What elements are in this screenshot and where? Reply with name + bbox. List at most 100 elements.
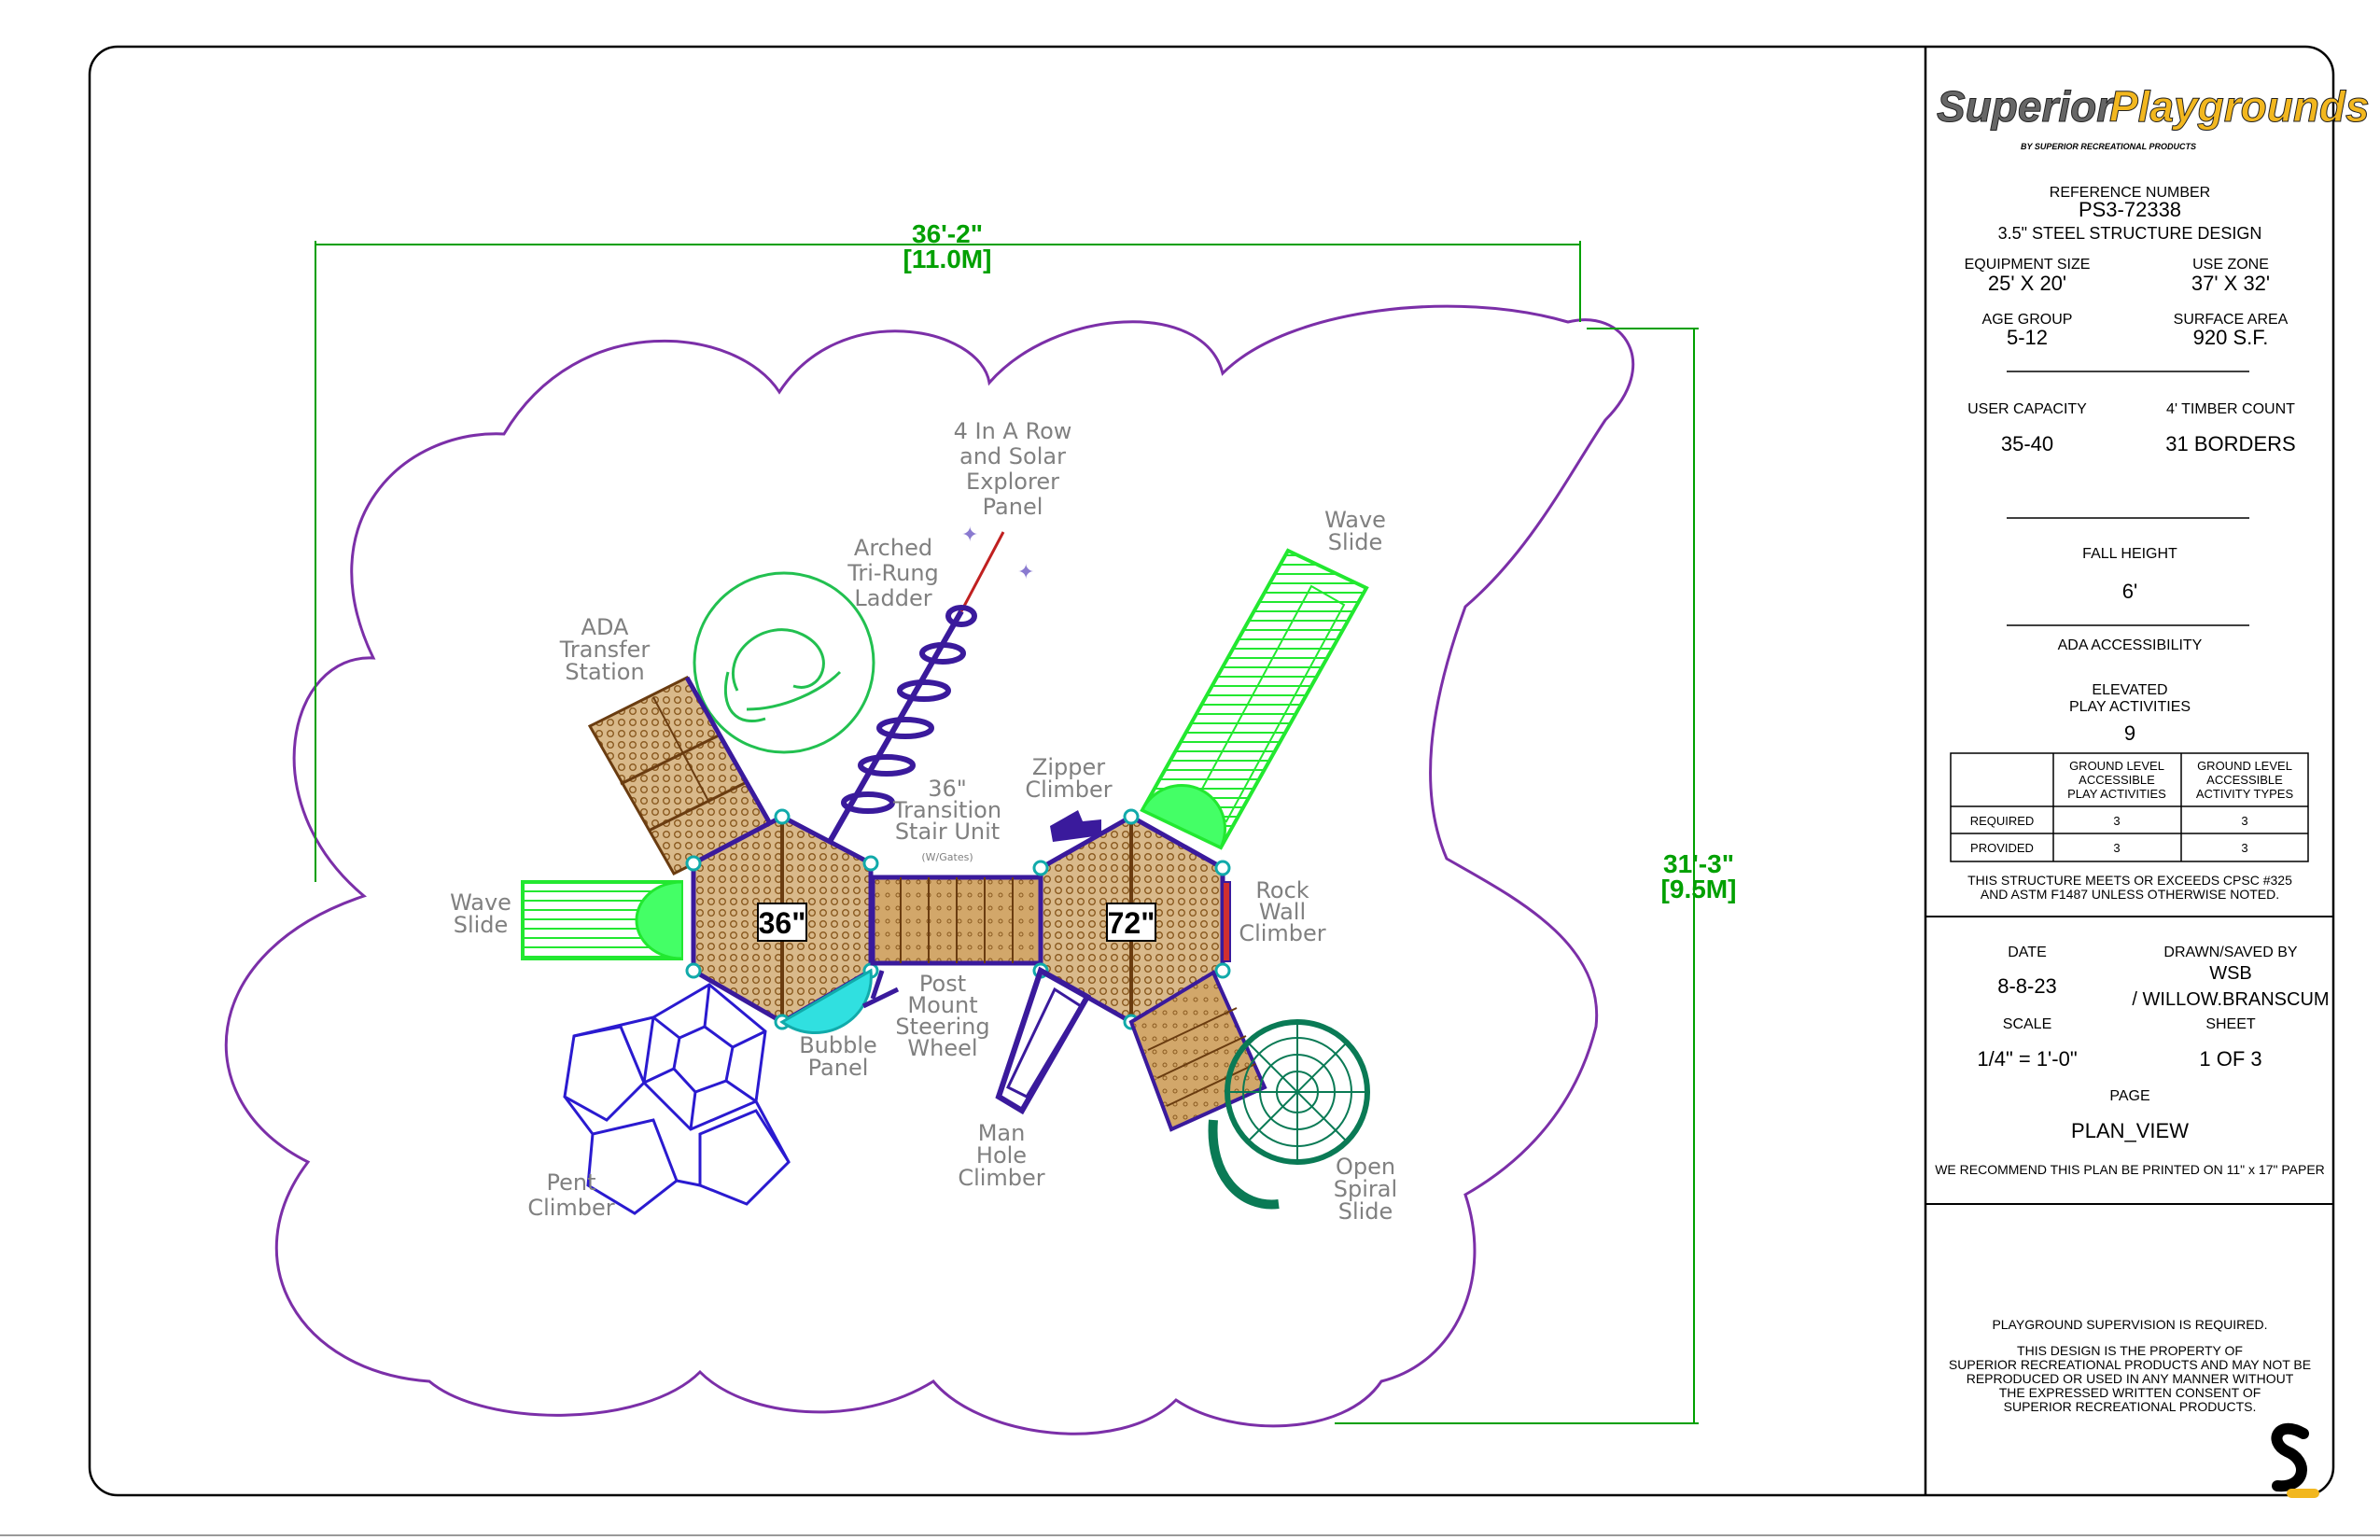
elevated-label-2: PLAY ACTIVITIES xyxy=(2069,699,2191,715)
callout-wave-slide-right: Wave Slide xyxy=(1324,507,1386,555)
label-line: 4 In A Row xyxy=(954,418,1072,444)
user-capacity-label: USER CAPACITY xyxy=(1967,401,2087,417)
label-line: Slide xyxy=(454,912,509,938)
elevated-label-1: ELEVATED xyxy=(2092,682,2167,698)
timber-label: 4' TIMBER COUNT xyxy=(2166,401,2295,417)
table-cell: 3 xyxy=(2241,841,2247,855)
scale-value: 1/4" = 1'-0" xyxy=(1977,1047,2077,1071)
width-dimension: 36'-2" [11.0M] xyxy=(315,219,1581,882)
label-line: Slide xyxy=(1338,1198,1393,1225)
page-value: PLAN_VIEW xyxy=(2071,1119,2189,1142)
logo-subtitle: BY SUPERIOR RECREATIONAL PRODUCTS xyxy=(2021,142,2196,151)
svg-text:✦: ✦ xyxy=(1017,560,1034,583)
label-line: Wall xyxy=(1259,899,1306,925)
label-line: Spiral xyxy=(1334,1176,1397,1202)
property-note-line: THIS DESIGN IS THE PROPERTY OF xyxy=(2017,1343,2243,1358)
property-note-line: REPRODUCED OR USED IN ANY MANNER WITHOUT xyxy=(1967,1371,2294,1386)
callout-arched-ladder: Arched Tri-Rung Ladder xyxy=(847,535,939,611)
width-ft-label: 36'-2" xyxy=(912,219,983,248)
callout-pent-climber: Pent Climber xyxy=(527,1169,614,1221)
date-label: DATE xyxy=(2008,945,2046,960)
table-col2-line: ACCESSIBLE xyxy=(2206,773,2283,787)
width-m-label: [11.0M] xyxy=(903,245,992,273)
label-line: Wheel xyxy=(907,1035,977,1061)
depth-m-label: [9.5M] xyxy=(1661,875,1737,903)
age-group-value: 5-12 xyxy=(2007,326,2048,349)
label-line: Panel xyxy=(808,1055,869,1081)
label-line: Pent xyxy=(546,1169,595,1196)
logo-word-1: Superior xyxy=(1937,82,2115,131)
ada-transfer-station xyxy=(587,676,774,875)
ada-symbol xyxy=(693,571,875,754)
label-line: and Solar xyxy=(959,443,1066,469)
company-logo: Superior Playgrounds BY SUPERIOR RECREAT… xyxy=(1937,82,2371,152)
deck-72-label: 72" xyxy=(1108,906,1155,940)
label-line: Wave xyxy=(1324,507,1386,533)
table-col2-line: GROUND LEVEL xyxy=(2197,759,2292,773)
open-spiral-slide xyxy=(1208,1019,1370,1210)
callout-rock-wall: Rock Wall Climber xyxy=(1239,877,1325,946)
label-line: Transition xyxy=(892,797,1001,823)
use-zone-label: USE ZONE xyxy=(2192,257,2269,273)
elevated-value: 9 xyxy=(2124,721,2135,745)
sheet-value: 1 OF 3 xyxy=(2199,1047,2261,1071)
label-line: Mount xyxy=(907,992,977,1018)
table-col1-line: GROUND LEVEL xyxy=(2069,759,2164,773)
rock-wall xyxy=(1222,881,1231,962)
man-hole-climber xyxy=(995,966,1092,1115)
design-label: 3.5" STEEL STRUCTURE DESIGN xyxy=(1998,224,2262,243)
label-line: Transfer xyxy=(559,637,651,663)
label-line: Post xyxy=(919,971,966,997)
equipment-size-value: 25' X 20' xyxy=(1988,272,2066,295)
deck-36-label: 36" xyxy=(759,906,806,940)
user-capacity-value: 35-40 xyxy=(2001,432,2053,455)
depth-dimension: 31'-3" [9.5M] xyxy=(1335,328,1737,1424)
timber-value: 31 BORDERS xyxy=(2165,432,2295,455)
pent-climber xyxy=(563,983,791,1215)
cpsc-note-2: AND ASTM F1487 UNLESS OTHERWISE NOTED. xyxy=(1981,887,2279,902)
table-row-label: REQUIRED xyxy=(1970,814,2035,828)
cpsc-note-1: THIS STRUCTURE MEETS OR EXCEEDS CPSC #32… xyxy=(1967,873,2292,888)
logo-word-2: Playgrounds xyxy=(2109,82,2370,131)
steering-wheel xyxy=(861,970,900,1009)
s-mark-icon xyxy=(2271,1422,2319,1498)
wave-slide-right xyxy=(1140,548,1369,850)
surface-area-label: SURFACE AREA xyxy=(2174,312,2289,328)
fall-height-value: 6' xyxy=(2122,580,2137,603)
page-label: PAGE xyxy=(2109,1088,2149,1104)
label-line: Stair Unit xyxy=(895,819,1000,845)
label-line: Open xyxy=(1336,1154,1395,1180)
callout-open-spiral: Open Spiral Slide xyxy=(1334,1154,1397,1225)
label-line: Man xyxy=(978,1120,1026,1146)
spiral-steps xyxy=(1128,970,1267,1132)
callout-wave-slide-left: Wave Slide xyxy=(450,889,511,938)
drawn-label: DRAWN/SAVED BY xyxy=(2163,945,2297,960)
supervision-note: PLAYGROUND SUPERVISION IS REQUIRED. xyxy=(1992,1317,2267,1332)
label-line: (W/Gates) xyxy=(921,851,973,863)
drawn-value-2: / WILLOW.BRANSCUM xyxy=(2132,989,2329,1010)
table-col2-line: ACTIVITY TYPES xyxy=(2196,787,2294,801)
bubble-panel xyxy=(779,968,873,1035)
label-line: Climber xyxy=(527,1195,614,1221)
label-line: Panel xyxy=(983,494,1043,520)
label-line: Climber xyxy=(1239,920,1325,946)
property-note-line: SUPERIOR RECREATIONAL PRODUCTS AND MAY N… xyxy=(1949,1357,2311,1372)
svg-text:✦: ✦ xyxy=(961,523,978,546)
callout-post-mount: Post Mount Steering Wheel xyxy=(895,971,989,1061)
surface-area-value: 920 S.F. xyxy=(2193,326,2269,349)
property-note-line: SUPERIOR RECREATIONAL PRODUCTS. xyxy=(2004,1399,2257,1414)
callout-man-hole: Man Hole Climber xyxy=(958,1120,1044,1191)
callout-zipper-climber: Zipper Climber xyxy=(1025,754,1112,803)
table-cell: 3 xyxy=(2113,814,2120,828)
transition-stair xyxy=(870,875,1043,966)
title-block: Superior Playgrounds BY SUPERIOR RECREAT… xyxy=(1925,82,2371,1498)
label-line: Arched xyxy=(854,535,932,561)
table-cell: 3 xyxy=(2113,841,2120,855)
label-line: Explorer xyxy=(966,469,1059,495)
use-zone-boundary xyxy=(224,304,1635,1435)
arched-ladder: ✦ ✦ xyxy=(828,523,1034,842)
callout-transition-stair: 36" Transition Stair Unit (W/Gates) xyxy=(892,776,1001,863)
ref-label: REFERENCE NUMBER xyxy=(2050,185,2210,201)
label-line: 36" xyxy=(928,776,967,802)
label-line: Station xyxy=(565,659,644,685)
